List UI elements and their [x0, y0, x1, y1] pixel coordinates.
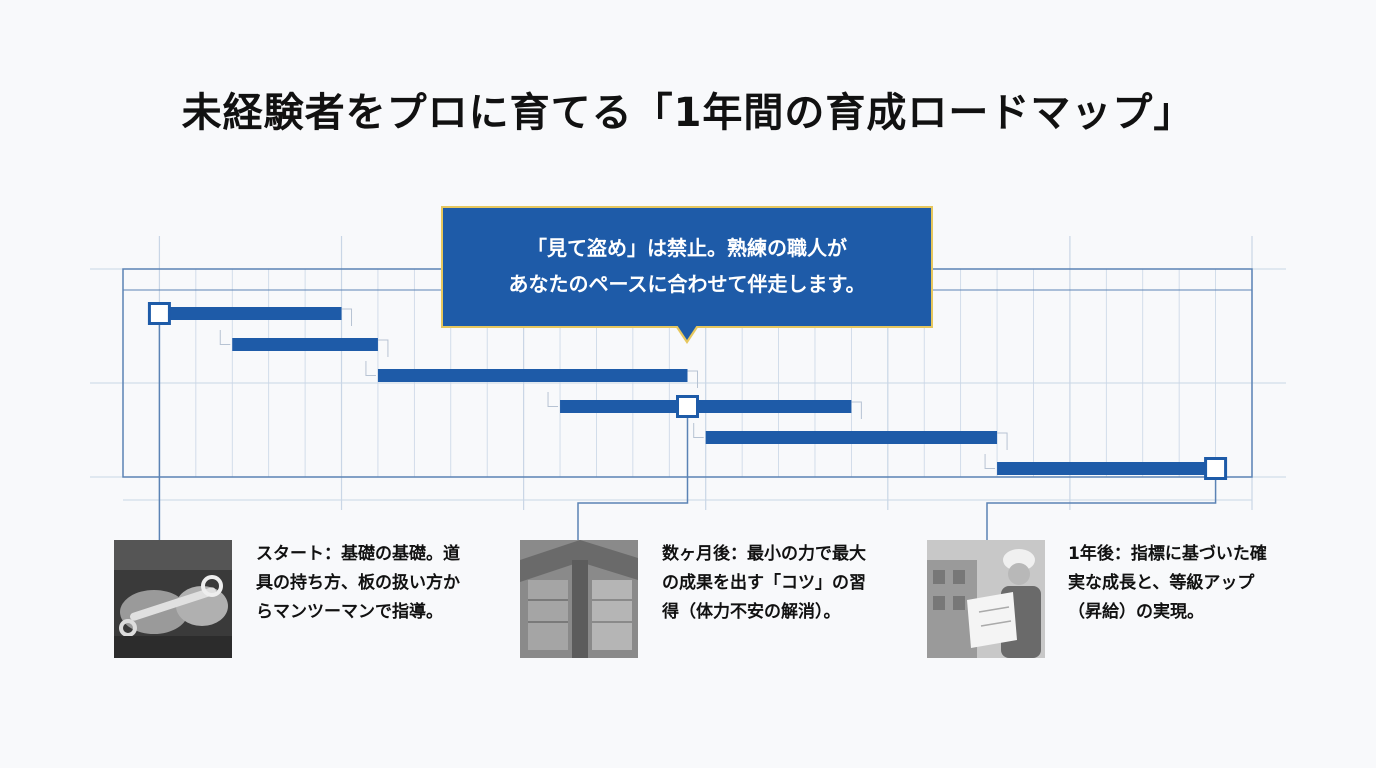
callout-line-1: 「見て盗め」は禁止。熟練の職人が — [527, 236, 847, 260]
gantt-bar — [232, 338, 378, 351]
gantt-bar — [997, 462, 1216, 475]
milestone-marker — [676, 395, 699, 418]
callout-box: 「見て盗め」は禁止。熟練の職人が あなたのペースに合わせて伴走します。 — [441, 206, 933, 328]
dependency-connector — [693, 401, 862, 438]
milestone-3-text: 1年後：指標に基づいた確実な成長と、等級アップ（昇給）の実現。 — [1068, 544, 1267, 622]
hand-wrench-photo — [114, 540, 232, 658]
milestone-2-text: 数ヶ月後：最小の力で最大の成果を出す「コツ」の習得（体力不安の解消）。 — [662, 544, 866, 622]
formwork-photo — [520, 540, 638, 658]
gantt-bar — [560, 400, 852, 413]
callout-line-2: あなたのペースに合わせて伴走します。 — [508, 272, 866, 296]
gantt-bar — [705, 431, 998, 444]
page-title: 未経験者をプロに育てる「1年間の育成ロードマップ」 — [181, 90, 1195, 136]
dependency-connector — [547, 370, 698, 407]
worker-blueprint-photo — [927, 540, 1045, 658]
milestone-markers — [147, 302, 1228, 480]
milestone-marker — [147, 302, 171, 325]
callout-tail-fill — [677, 325, 697, 340]
gantt-bar — [377, 369, 688, 382]
connector-lines — [158, 308, 1217, 540]
dependency-connector — [365, 339, 389, 376]
milestone-1-text: スタート：基礎の基礎。道具の持ち方、板の扱い方からマンツーマンで指導。 — [256, 544, 460, 622]
milestone-leader-line — [986, 468, 1217, 540]
milestone-marker — [1204, 457, 1228, 480]
milestone-leader-line — [577, 406, 689, 540]
gantt-bar — [159, 307, 342, 320]
dependency-connector — [219, 308, 353, 345]
dependency-connector — [984, 432, 1008, 469]
gantt-bars — [159, 307, 1216, 475]
